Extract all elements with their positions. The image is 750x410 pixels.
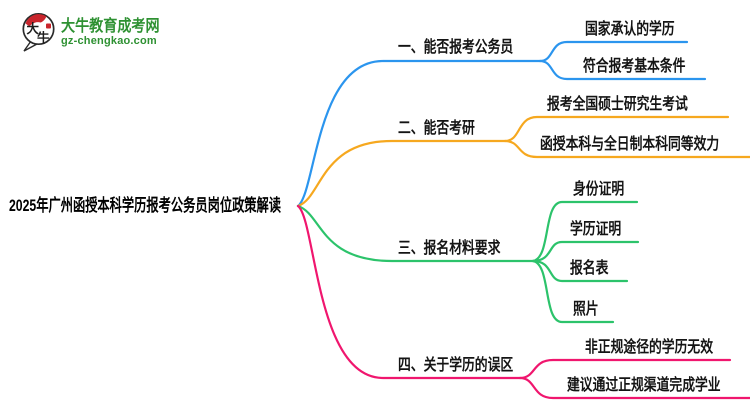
daniu-bubble-icon: 大 牛	[22, 12, 55, 52]
branch-1-child-1-connector	[538, 40, 689, 63]
branch-4-child-1-connector	[518, 358, 732, 380]
branch-2-topic[interactable]: 二、能否考研	[398, 120, 475, 137]
logo-title: 大牛教育成考网	[61, 17, 160, 35]
branch-1-child-2-connector	[538, 59, 707, 81]
branch-3-child-4-connector	[531, 259, 615, 324]
logo-icon-char-2: 牛	[37, 30, 50, 45]
branch-4-child-2-connector	[518, 376, 750, 400]
site-logo[interactable]: 大 牛 大牛教育成考网 gz-chengkao.com	[20, 11, 173, 53]
branch-3-child-1[interactable]: 身份证明	[573, 181, 625, 198]
branch-3-child-2-connector	[531, 240, 640, 263]
logo-domain[interactable]: gz-chengkao.com	[61, 34, 157, 47]
branch-3-child-4[interactable]: 照片	[573, 301, 599, 318]
root-topic[interactable]: 2025年广州函授本科学历报考公务员岗位政策解读	[9, 196, 282, 215]
branch-1-child-1[interactable]: 国家承认的学历	[585, 21, 675, 38]
branch-3-child-2[interactable]: 学历证明	[570, 221, 622, 238]
branch-3-child-3[interactable]: 报名表	[570, 260, 609, 277]
branch-4-connector	[296, 204, 522, 380]
branch-2-child-1[interactable]: 报考全国硕士研究生考试	[547, 96, 688, 113]
branch-1-connector	[296, 59, 542, 208]
branch-4-child-2[interactable]: 建议通过正规渠道完成学业	[567, 377, 721, 394]
branch-2-connector	[296, 139, 507, 208]
branch-3-child-1-connector	[531, 200, 639, 263]
branch-4-child-1[interactable]: 非正规途径的学历无效	[585, 339, 714, 356]
logo-text-block: 大牛教育成考网 gz-chengkao.com	[61, 18, 173, 47]
branch-2-child-1-connector	[503, 115, 730, 143]
branch-2-child-2-connector	[503, 139, 750, 159]
logo-red-seal	[46, 23, 51, 29]
branch-3-connector	[296, 204, 535, 263]
branch-2-child-2[interactable]: 函授本科与全日制本科同等效力	[540, 136, 720, 153]
branch-1-child-2[interactable]: 符合报考基本条件	[583, 58, 686, 75]
branch-4-topic[interactable]: 四、关于学历的误区	[398, 357, 514, 374]
logo-icon-char-1: 大	[27, 21, 40, 36]
branch-3-topic[interactable]: 三、报名材料要求	[398, 240, 501, 257]
branch-1-topic[interactable]: 一、能否报考公务员	[398, 39, 514, 56]
branch-3-child-3-connector	[531, 259, 629, 283]
logo-red-hat	[25, 14, 47, 27]
